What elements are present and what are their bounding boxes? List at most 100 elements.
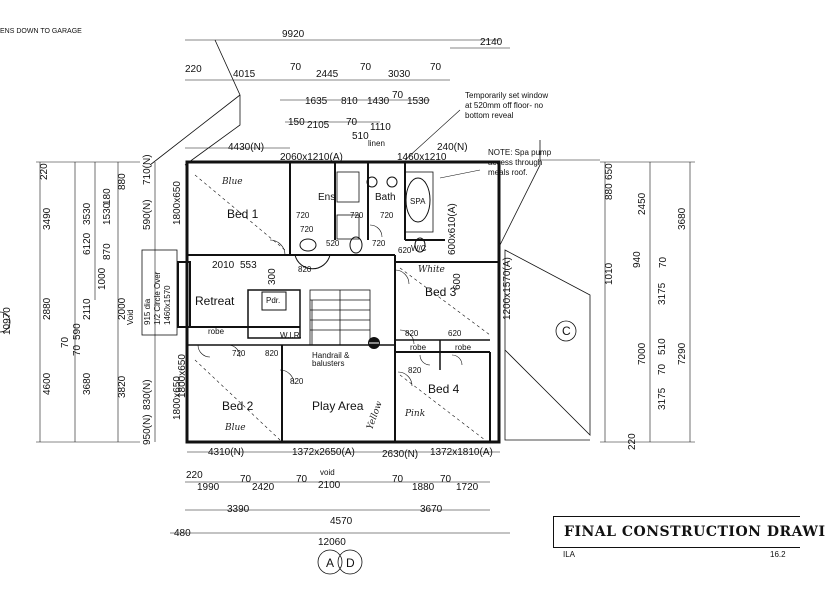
dim-top-4015: 4015 <box>233 69 256 80</box>
door-size-820-e: 820 <box>290 377 304 386</box>
staircase <box>309 289 371 346</box>
dim-left-553: 553 <box>240 260 257 271</box>
dim-left-2010: 2010 <box>212 260 235 271</box>
dim-top-510: 510 <box>352 131 369 142</box>
dim-left-1000: 1000 <box>97 267 108 290</box>
dim-right-7290: 7290 <box>677 342 688 365</box>
dim-top-4430: 4430(N) <box>228 142 264 153</box>
powder-room <box>261 291 287 311</box>
note-void-circle-2: 1/2 Circle Over <box>153 271 162 325</box>
door-size-620: 620 <box>398 246 412 255</box>
note-window-line-1: Temporarily set window <box>465 91 548 100</box>
dim-left-70: 70 <box>60 336 71 348</box>
dim-top-70d: 70 <box>392 90 404 101</box>
door-size-720-f: 720 <box>232 349 246 358</box>
dim-bottom-480: 480 <box>174 528 191 539</box>
dim-left-1800x650-b: 1800x650 <box>172 376 183 420</box>
dim-bottom-3390: 3390 <box>227 504 250 515</box>
room-label-wc: W/C <box>411 244 427 253</box>
note-handrail-line-1: Handrail & <box>312 351 350 360</box>
room-label-robe-2: robe <box>410 343 427 352</box>
dim-top-70c: 70 <box>430 62 442 73</box>
dim-left-3530: 3530 <box>82 202 93 225</box>
roof-line-top-left <box>184 39 241 166</box>
header-note: ENS DOWN TO GARAGE <box>0 28 82 35</box>
handwritten-note-pink: Pink <box>404 409 425 419</box>
floor-plan-drawing: Bed 1 Retreat Bed 2 Play Area Bed 3 Bed … <box>0 29 695 575</box>
room-label-play-area: Play Area <box>312 399 364 413</box>
note-void-circle-1: 915 dia <box>143 298 152 325</box>
dim-top-150: 150 <box>288 117 305 128</box>
dim-bottom-70c: 70 <box>392 474 404 485</box>
dim-bottom-1720: 1720 <box>456 482 479 493</box>
spa-bath <box>405 177 431 223</box>
handwritten-note-blue-2: Blue <box>224 423 246 433</box>
roof-line-right-hip <box>504 249 591 436</box>
dim-left-3820: 3820 <box>117 375 128 398</box>
door-size-820-b: 820 <box>265 349 279 358</box>
walk-in-robe <box>247 289 301 339</box>
dim-bottom-220: 220 <box>186 470 203 481</box>
dim-right-3680: 3680 <box>677 207 688 230</box>
note-handrail-line-2: balusters <box>312 359 344 368</box>
dim-top-70e: 70 <box>346 117 358 128</box>
room-label-wir: W.I.R. <box>280 331 302 340</box>
dim-bottom-1990: 1990 <box>197 482 220 493</box>
dim-bottom-2630: 2630(N) <box>382 449 418 460</box>
basin-icon <box>366 176 378 188</box>
room-label-bath: Bath <box>375 192 396 203</box>
room-label-retreat: Retreat <box>195 294 235 308</box>
door-size-720-d: 720 <box>372 239 386 248</box>
dim-left-1530: 1530 <box>102 202 113 225</box>
room-label-robe-3: robe <box>455 343 472 352</box>
dim-left-180: 180 <box>102 188 113 205</box>
dim-right-600: 600 <box>452 273 463 290</box>
dim-left-300: 300 <box>267 268 278 285</box>
dim-right-70b: 70 <box>657 363 668 375</box>
room-label-bed4: Bed 4 <box>428 382 460 396</box>
door-size-720-c: 720 <box>380 211 394 220</box>
grid-marker-d <box>337 549 363 575</box>
note-void-side: Void <box>126 309 135 325</box>
dim-top-240: 240(N) <box>437 142 468 153</box>
grid-marker-left <box>0 311 11 333</box>
room-label-bed3: Bed 3 <box>425 285 457 299</box>
dim-left-590: 590(N) <box>142 199 153 230</box>
dim-top-1460x1210: 1460x1210 <box>397 152 447 163</box>
dim-right-940: 940 <box>632 251 643 268</box>
drawing-date: 16.2 <box>770 550 786 559</box>
void-half-circle <box>294 254 331 270</box>
dim-top-1110: 1110 <box>370 122 391 133</box>
dim-right-880: 880 <box>604 183 615 200</box>
roof-line-left <box>149 94 241 166</box>
dim-left-1800x650-a: 1800x650 <box>172 181 183 225</box>
dim-top-2445: 2445 <box>316 69 339 80</box>
roof-line-top-right <box>499 140 541 246</box>
dim-top-9920: 9920 <box>282 29 305 40</box>
door-size-720-e: 720 <box>300 225 314 234</box>
dim-left-1800x650-c: 1800x650 <box>177 354 188 398</box>
dim-left-2880: 2880 <box>42 297 53 320</box>
dim-top-70a: 70 <box>290 62 302 73</box>
room-label-spa: SPA <box>410 197 426 206</box>
dim-bottom-4570: 4570 <box>330 516 353 527</box>
drawing-title: FINAL CONSTRUCTION DRAWI <box>564 524 826 540</box>
dim-right-3175b: 3175 <box>657 387 668 410</box>
room-label-bed1: Bed 1 <box>227 207 259 221</box>
dim-left-220: 220 <box>39 163 50 180</box>
dim-left-710: 710(N) <box>142 154 153 185</box>
dim-right-220: 220 <box>627 433 638 450</box>
dim-top-3030: 3030 <box>388 69 411 80</box>
room-label-robe-1: robe <box>208 327 225 336</box>
dim-top-810: 810 <box>341 96 358 107</box>
dim-right-7000: 7000 <box>637 342 648 365</box>
door-size-720-a: 720 <box>296 211 310 220</box>
room-label-ens: Ens <box>318 192 335 203</box>
dim-left-950: 950(N) <box>142 414 153 445</box>
room-label-pdr: Pdr. <box>266 296 280 305</box>
dim-bottom-4310: 4310(N) <box>208 447 244 458</box>
dim-left-3680: 3680 <box>82 372 93 395</box>
note-spa-line-2: access through <box>488 158 542 167</box>
dim-top-1530: 1530 <box>407 96 430 107</box>
dim-bottom-70a: 70 <box>240 474 252 485</box>
